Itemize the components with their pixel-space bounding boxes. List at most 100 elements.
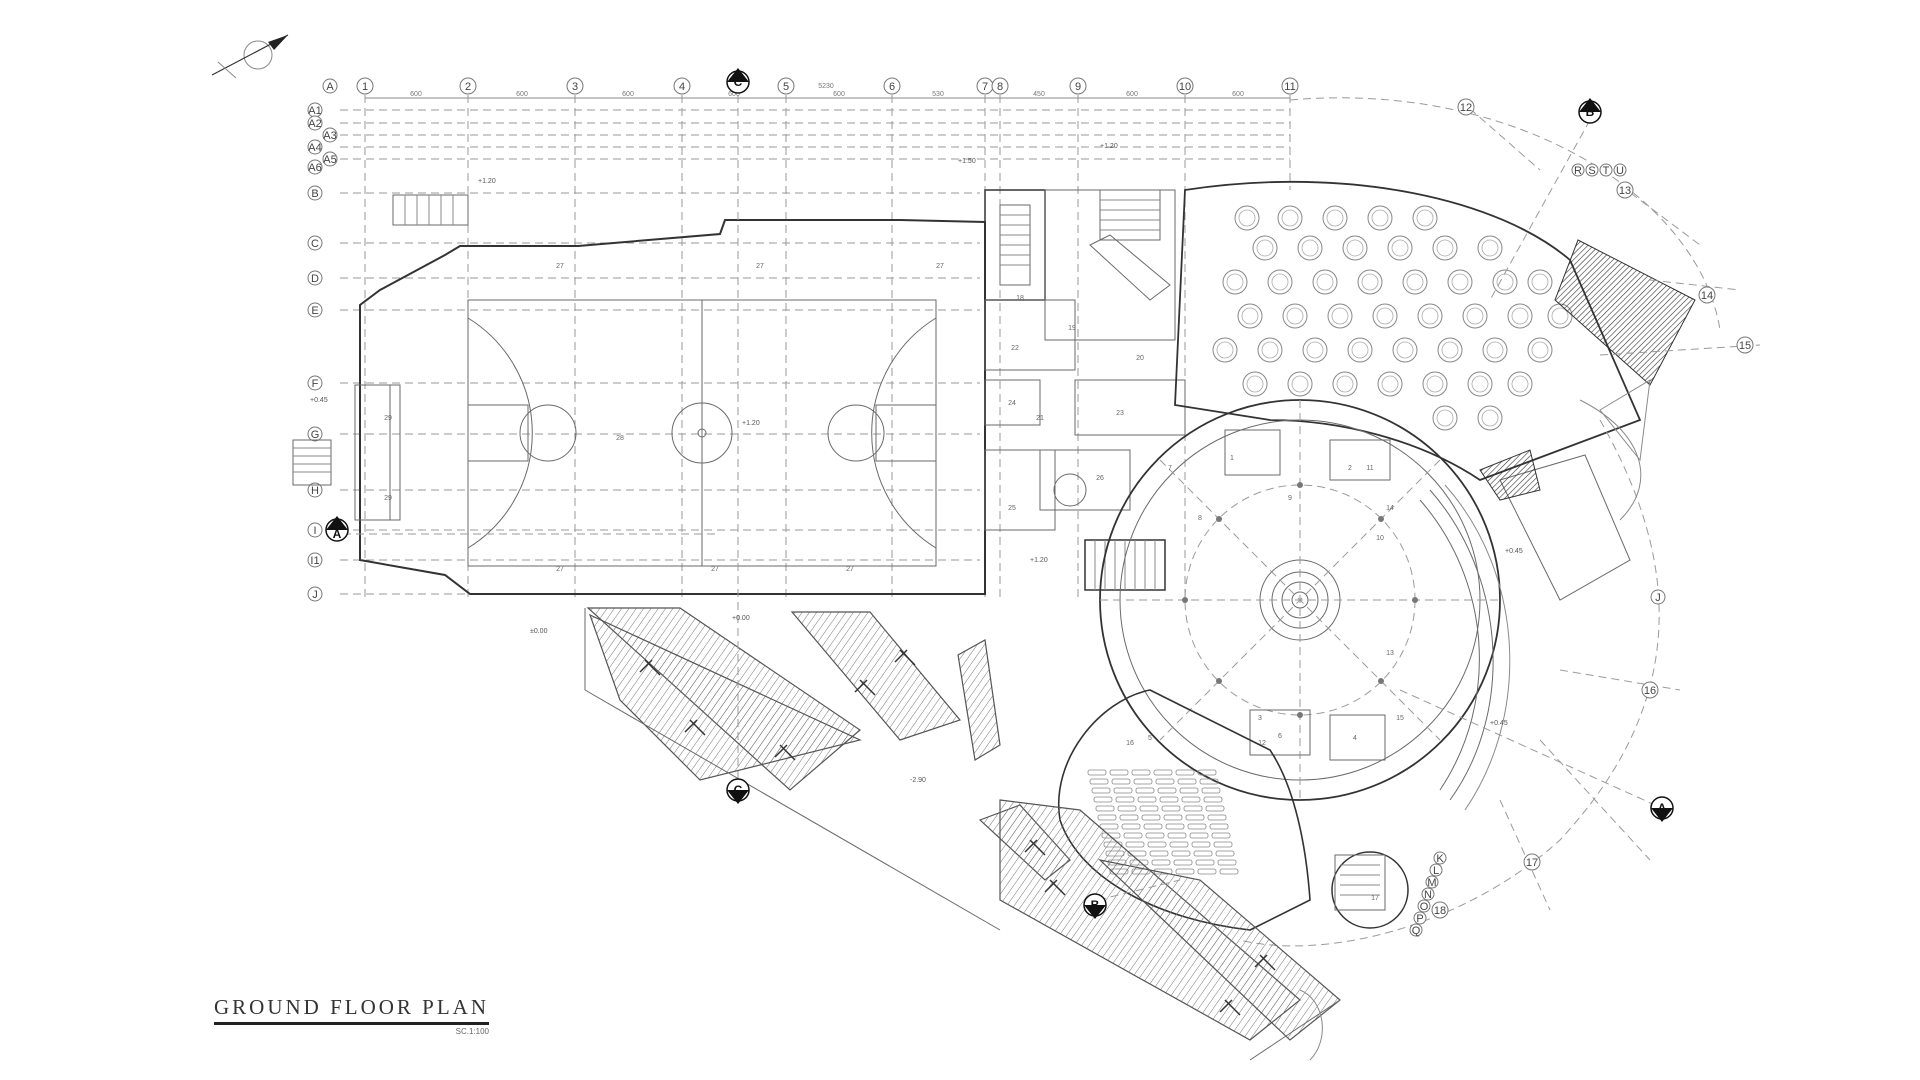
grid-bubble-column: 7 xyxy=(976,77,994,95)
svg-text:10: 10 xyxy=(1376,535,1384,542)
grid-bubble-row: H xyxy=(307,482,323,498)
row-grid-bubbles: A A1 A2 A3 A4 A5 A6 B C D E F G H I I1 J xyxy=(307,78,338,602)
seat-row xyxy=(1185,814,1205,821)
dining-table-top xyxy=(1301,239,1319,257)
svg-text:5230: 5230 xyxy=(818,83,834,90)
svg-text:13: 13 xyxy=(1386,650,1394,657)
dining-table-top xyxy=(1346,239,1364,257)
grid-bubble-letter: P xyxy=(1413,911,1427,925)
row-grid-lines xyxy=(340,109,1290,595)
seat-row xyxy=(1219,868,1239,875)
svg-text:+1.20: +1.20 xyxy=(742,420,760,427)
svg-text:15: 15 xyxy=(1739,340,1751,352)
seat-row xyxy=(1145,832,1165,839)
svg-text:4: 4 xyxy=(1353,735,1357,742)
stair-left xyxy=(292,439,332,486)
grid-bubble-row: A xyxy=(322,78,338,94)
dining-table-top xyxy=(1451,273,1469,291)
svg-text:C: C xyxy=(734,75,743,89)
svg-text:B: B xyxy=(1091,898,1100,912)
grid-bubble-row: D xyxy=(307,270,323,286)
column-grid-bubbles: 1 2 3 4 5 6 7 8 9 10 11 xyxy=(356,77,1299,95)
grid-bubble-radial: 15 xyxy=(1736,336,1754,354)
dining-table xyxy=(1302,337,1328,363)
grid-bubble-radial: 13 xyxy=(1616,181,1634,199)
svg-text:+1.20: +1.20 xyxy=(1100,143,1118,150)
dining-table xyxy=(1242,371,1268,397)
grid-bubble-row: A3 xyxy=(322,127,338,143)
svg-text:16: 16 xyxy=(1126,740,1134,747)
dining-table xyxy=(1417,303,1443,329)
svg-text:14: 14 xyxy=(1701,290,1713,302)
grid-bubble-letter: Q xyxy=(1409,923,1423,937)
north-arrow-icon xyxy=(211,34,289,79)
grid-bubble-letter: J xyxy=(1650,589,1666,605)
grid-bubble-row: A1 xyxy=(307,102,323,118)
grid-bubble-column: 8 xyxy=(991,77,1009,95)
rotunda: 11 12 13 14 15 xyxy=(1099,399,1501,801)
seat-row xyxy=(1143,823,1163,830)
dining-table-top xyxy=(1381,375,1399,393)
seat-row xyxy=(1121,823,1141,830)
dining-table-top xyxy=(1471,375,1489,393)
svg-text:+0.45: +0.45 xyxy=(1505,548,1523,555)
dining-table-top xyxy=(1326,209,1344,227)
seat-row xyxy=(1205,805,1225,812)
column-grid-lines xyxy=(364,95,1291,600)
dining-table-top xyxy=(1256,239,1274,257)
svg-text:27: 27 xyxy=(756,263,764,270)
radial-grid: 12 13 14 15 16 17 18 xyxy=(1431,98,1761,919)
seat-row xyxy=(1087,769,1107,776)
dining-table-top xyxy=(1551,307,1569,325)
svg-text:C: C xyxy=(311,238,319,250)
dining-table-top xyxy=(1436,239,1454,257)
seat-row xyxy=(1149,850,1169,857)
dining-table-top xyxy=(1391,239,1409,257)
svg-text:14: 14 xyxy=(1386,505,1394,512)
dining-table xyxy=(1412,205,1438,231)
svg-text:8: 8 xyxy=(997,81,1003,93)
seat-row xyxy=(1115,796,1135,803)
svg-text:17: 17 xyxy=(1526,857,1538,869)
grid-bubble-row: C xyxy=(307,235,323,251)
dining-table-top xyxy=(1396,341,1414,359)
dining-table-top xyxy=(1241,307,1259,325)
ramps xyxy=(586,607,1341,1041)
dining-table xyxy=(1322,205,1348,231)
section-markers: A A B B C C xyxy=(325,68,1674,919)
grid-bubble-row: I xyxy=(307,522,323,538)
dining-table-top xyxy=(1481,409,1499,427)
dining-table-top xyxy=(1466,307,1484,325)
svg-text:9: 9 xyxy=(1288,495,1292,502)
seat-row xyxy=(1151,859,1171,866)
dining-table xyxy=(1267,269,1293,295)
seat-row xyxy=(1137,796,1157,803)
svg-text:27: 27 xyxy=(936,263,944,270)
seat-row xyxy=(1119,814,1139,821)
svg-text:22: 22 xyxy=(1011,345,1019,352)
svg-text:17: 17 xyxy=(1371,895,1379,902)
svg-text:4: 4 xyxy=(679,81,685,93)
dining-table xyxy=(1257,337,1283,363)
dining-table-top xyxy=(1481,239,1499,257)
drawing-title: GROUND FLOOR PLAN xyxy=(214,995,490,1019)
svg-text:J: J xyxy=(312,589,318,601)
drawing-scale: SC.1:100 xyxy=(455,1027,489,1036)
seat-row xyxy=(1217,859,1237,866)
grid-bubble-radial: 18 xyxy=(1431,901,1449,919)
svg-text:G: G xyxy=(311,429,320,441)
seat-row xyxy=(1135,787,1155,794)
svg-text:O: O xyxy=(1420,901,1429,913)
svg-text:A1: A1 xyxy=(308,105,321,117)
seat-row xyxy=(1207,814,1227,821)
seat-row xyxy=(1117,805,1137,812)
seat-row xyxy=(1147,841,1167,848)
dining-table xyxy=(1212,337,1238,363)
svg-text:600: 600 xyxy=(516,91,528,98)
stair-top-left xyxy=(392,194,469,226)
table-grid xyxy=(1212,205,1573,431)
seat-row xyxy=(1123,832,1143,839)
seat-row xyxy=(1199,778,1219,785)
svg-text:+1.50: +1.50 xyxy=(958,158,976,165)
dining-table-top xyxy=(1486,341,1504,359)
